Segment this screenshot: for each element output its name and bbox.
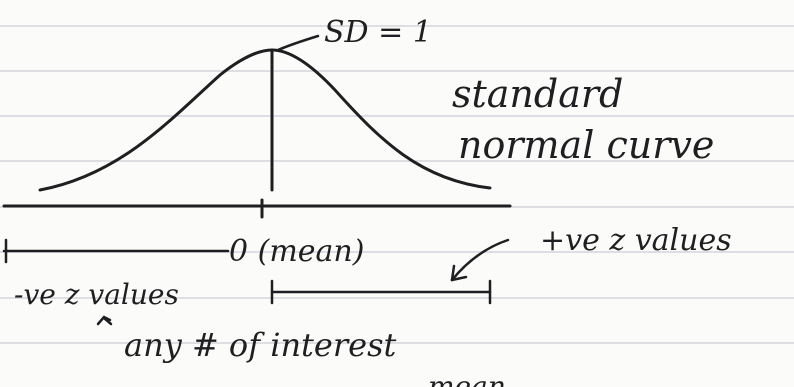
sd-label: SD = 1 xyxy=(324,15,432,50)
positive-arrow xyxy=(450,238,510,282)
mean-label: 0 (mean) xyxy=(229,234,364,269)
positive-range-bracket xyxy=(270,279,492,305)
curve-label-line1: standard xyxy=(452,72,623,116)
sd-leader-line xyxy=(276,34,320,52)
bottom-cut-label: mean xyxy=(428,370,506,387)
curve-label-line2: normal curve xyxy=(458,123,714,167)
negative-label: -ve z values xyxy=(14,278,179,311)
negative-range-bracket xyxy=(2,238,230,264)
interest-label: any # of interest xyxy=(124,326,397,364)
interest-arrow xyxy=(96,315,113,326)
positive-label: +ve z values xyxy=(540,223,732,258)
